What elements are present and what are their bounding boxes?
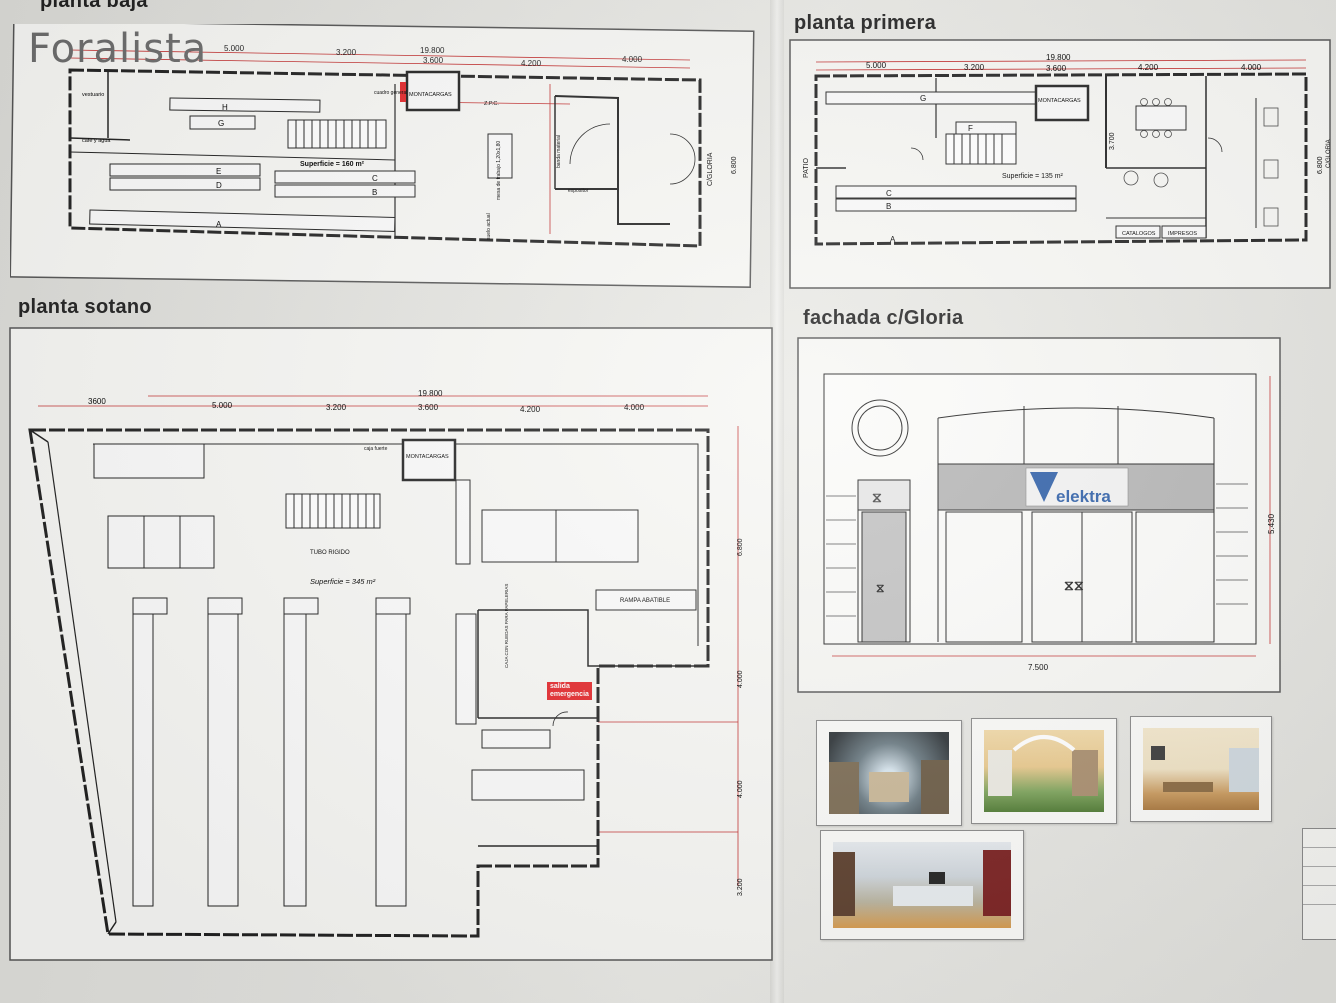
room-suelo: suelo actual [486,213,492,240]
shelf-c: C [372,174,378,183]
room-cafe: cafe y agua [82,138,111,144]
shelf-b: B [886,202,891,211]
street-label: C/GLORIA [1326,139,1332,168]
side-dim-1: 3.700 [1109,132,1116,150]
room-montacargas: MONTACARGAS [409,92,452,98]
shelf-a: A [216,220,222,229]
room-caja-fuerte: caja fuerte [364,446,388,452]
dim-1: 5.000 [224,44,245,53]
side-dim-3: 4.000 [737,780,744,798]
exit-sign: salida emergencia [547,682,592,700]
side-dim-2: 6.800 [1317,156,1324,174]
logo-mark-3: ⧖⧖ [1064,577,1084,593]
room-mesa: mesa de trabajo 1,20x1,80 [496,141,502,200]
room-caja-ruedas: CAJA CON RUEDAS PARA PAPELERIAS [504,584,509,668]
title-block [1302,828,1336,940]
title-fachada: fachada c/Gloria [803,307,964,329]
room-banda: banda material [556,135,562,168]
height-dim: 5.430 [1267,513,1276,534]
side-dim-1: 6.800 [737,538,744,556]
dim-2: 3.200 [326,403,347,412]
surface-label: Superficie = 160 m² [300,161,365,168]
shelf-e: E [216,167,221,176]
room-montacargas: MONTACARGAS [406,454,449,460]
photo-store-interior-2 [971,718,1117,824]
surface-label: Superficie = 135 m² [1002,173,1064,180]
width-dim: 7.500 [1028,663,1049,672]
patio-label: PATIO [803,157,810,178]
title-planta-sotano: planta sotano [18,296,152,318]
side-dim-4: 3.200 [737,878,744,896]
dim-2: 3.200 [964,63,985,72]
shelf-c: C [886,189,892,198]
side-dim: 6.800 [731,156,738,174]
logo-mark-2: ⧖ [876,581,884,595]
dim-1: 5.000 [866,61,887,70]
brand-label: elektra [1056,487,1111,506]
room-cuadro: cuadro general [374,90,407,96]
dim-3: 3.600 [1046,64,1067,73]
room-montacargas: MONTACARGAS [1038,98,1081,104]
plan-planta-primera: 19.800 5.000 3.200 3.600 4.200 4.000 [789,39,1332,289]
logo-mark-1: ⧖ [872,489,882,505]
foralista-logo: Foralista [28,26,208,72]
dim-3: 3.600 [418,403,439,412]
dim-5: 4.000 [624,403,645,412]
room-impresos: IMPRESOS [1168,231,1197,237]
dim-4: 4.200 [520,405,541,414]
shelf-a: A [890,235,896,244]
title-planta-baja: planta baja [40,0,148,12]
side-dim-2: 4.000 [737,670,744,688]
shelf-g: G [920,94,926,103]
room-rampa: RAMPA ABATIBLE [620,598,670,604]
street-label: C/GLORIA [707,152,714,186]
plan-planta-sotano: 19.800 3600 5.000 3.200 3.600 4.200 4.00… [9,327,773,961]
photo-store-interior-1 [816,720,962,826]
dim-3: 3.600 [423,56,444,65]
shelf-f: F [968,124,973,133]
shelf-g: G [218,119,224,128]
room-zpc: Z.P.C. [484,101,499,107]
dim-5: 4.000 [622,55,643,64]
shelf-h: H [222,103,228,112]
shelf-d: D [216,181,222,190]
dim-total: 19.800 [418,389,443,398]
facade-drawing: 7.500 5.430 elektra ⧖ ⧖ ⧖⧖ [797,337,1281,693]
paper-fold [770,0,784,1003]
dim-total: 19.800 [1046,53,1071,62]
surface-label: Superficie = 345 m² [310,577,376,586]
dim-first: 3600 [88,397,106,406]
title-planta-primera: planta primera [794,12,937,34]
dim-2: 3.200 [336,48,357,57]
dim-4: 4.200 [521,59,542,68]
photo-store-interior-3 [820,830,1024,940]
dim-5: 4.000 [1241,63,1262,72]
dim-1: 5.000 [212,401,233,410]
shelf-b: B [372,188,377,197]
room-tubo: TUBO RIGIDO [310,550,350,556]
dim-4: 4.200 [1138,63,1159,72]
room-expositor: expositor [568,188,589,194]
photo-office-interior [1130,716,1272,822]
dim-total: 19.800 [420,46,445,55]
room-vestuario: vestuario [82,92,104,98]
plan-planta-baja: 19.800 5.000 3.200 3.600 4.200 4.000 [10,24,755,288]
room-catalogos: CATALOGOS [1122,231,1156,237]
